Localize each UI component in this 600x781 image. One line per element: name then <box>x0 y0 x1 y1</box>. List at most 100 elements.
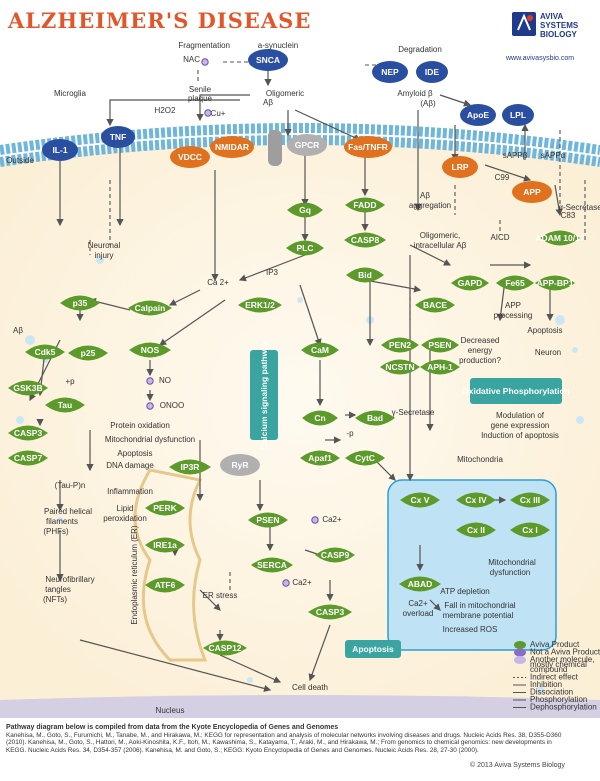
svg-text:APP: APP <box>523 187 541 197</box>
node-casp8: CASP8 <box>344 232 386 248</box>
node-tnf: TNF <box>101 126 135 148</box>
label-sappa: sAPPα <box>541 151 566 160</box>
label-mod3: Induction of apoptosis <box>481 431 559 440</box>
node-serca: SERCA <box>251 557 293 573</box>
label-onoo: ONOO <box>160 401 184 410</box>
label-outside: Outside <box>6 156 34 165</box>
compound-marker <box>311 516 319 524</box>
label-neuron: Neuron <box>535 348 561 357</box>
node-label: Bad <box>367 413 383 423</box>
box-apoptosis: Apoptosis <box>345 640 401 658</box>
node-bad: Bad <box>355 410 395 426</box>
label-neuronal: Neuronal <box>88 241 121 250</box>
label-agg: aggregation <box>409 201 451 210</box>
node-label: Cx II <box>467 525 485 535</box>
brand-line-3: BIOLOGY <box>540 30 577 39</box>
label-erstress: ER stress <box>203 591 238 600</box>
legend-indirect: Indirect effect <box>530 673 579 682</box>
node-cxi: Cx I <box>510 522 550 538</box>
label-perox: peroxidation <box>103 514 147 523</box>
node-label: CASP9 <box>321 550 350 560</box>
node-calpain: Calpain <box>128 300 172 316</box>
node-label: APH-1 <box>427 362 453 372</box>
label-decreased: Decreased <box>461 336 500 345</box>
legend-swatch <box>514 641 526 649</box>
node-label: p25 <box>81 348 96 358</box>
node-label: CaM <box>311 345 329 355</box>
node-label: IRE1a <box>153 540 177 550</box>
node-label: Cx III <box>520 495 540 505</box>
mitochondria-box <box>387 479 557 651</box>
svg-text:GPCR: GPCR <box>295 140 320 150</box>
svg-text:RyR: RyR <box>231 460 248 470</box>
label-abeta: Aβ <box>263 98 273 107</box>
label-nft3: (NFTs) <box>43 595 67 604</box>
svg-text:IDE: IDE <box>425 67 440 77</box>
svg-text:NMIDAR: NMIDAR <box>215 142 249 152</box>
brand-name: AVIVA SYSTEMS BIOLOGY <box>540 12 578 39</box>
node-nmdar: NMIDAR <box>210 136 254 158</box>
node-label: ABAD <box>408 579 433 589</box>
node-label: ERK1/2 <box>245 300 275 310</box>
svg-text:NEP: NEP <box>381 67 399 77</box>
endoplasmic-reticulum <box>133 468 208 662</box>
label-nft2: tangles <box>45 585 71 594</box>
node-label: BACE <box>423 300 447 310</box>
label-caov1: Ca2+ <box>408 599 428 608</box>
svg-text:Apoptosis: Apoptosis <box>352 644 394 654</box>
node-gapd: GAPD <box>451 275 489 291</box>
brand-url[interactable]: www.avivasysbio.com <box>506 55 575 62</box>
node-label: Gq <box>299 205 311 215</box>
label-apop: Apoptosis <box>117 449 152 458</box>
label-nac: NAC <box>183 55 200 64</box>
legend-swatch <box>514 648 526 657</box>
references-body: Kanehisa, M., Goto, S., Furumichi, M., T… <box>6 731 562 754</box>
node-il1: IL-1 <box>42 139 78 161</box>
node-label: Bid <box>358 270 372 280</box>
legend-dephos: Dephosphorylation <box>530 703 597 712</box>
label-oligomeric: Oligomeric <box>266 89 304 98</box>
label-mdys2: dysfunction <box>490 568 530 577</box>
node-gq: Gq <box>287 202 323 218</box>
node-psen: PSEN <box>421 337 459 353</box>
node-label: CASP7 <box>14 453 43 463</box>
label-mito: Mitochondrial dysfunction <box>105 435 195 444</box>
node-ip3r: IP3R <box>169 459 211 475</box>
node-cn: Cn <box>302 410 338 426</box>
decorative-bubbles <box>16 256 584 694</box>
label-c83: C83 <box>561 211 576 220</box>
label-prot: Protein oxidation <box>110 421 170 430</box>
references-heading: Pathway diagram below is compiled from d… <box>6 724 339 731</box>
box-oxphos: Oxidative Phosphorylation <box>462 378 570 404</box>
label-phf2: filaments <box>46 517 78 526</box>
node-casp7: CASP7 <box>8 450 48 466</box>
label-apoptosis2: Apoptosis <box>527 326 562 335</box>
node-label: CASP3 <box>316 607 345 617</box>
node-label: SERCA <box>257 560 287 570</box>
node-p35: p35 <box>60 295 100 311</box>
label-intra: intracellular Aβ <box>414 241 467 250</box>
legend-notaviva: Not a Aviva Product <box>530 648 600 657</box>
copyright: © 2013 Aviva Systems Biology <box>470 762 565 769</box>
node-p25: p25 <box>68 345 108 361</box>
node-perk: PERK <box>145 500 185 516</box>
label-mod1: Modulation of <box>496 411 545 420</box>
label-nft1: Neurofibrillary <box>45 575 94 584</box>
label-atp: ATP depletion <box>440 587 490 596</box>
label-er: Endoplasmic reticulum (ER) <box>130 525 139 624</box>
label-processing: processing <box>494 311 533 320</box>
nucleus-region <box>0 695 600 718</box>
node-gpcr: GPCR <box>287 134 327 156</box>
label-phf3: (PHFs) <box>43 527 69 536</box>
label-ip3: IP3 <box>266 268 279 277</box>
label-plusp: +p <box>65 377 75 386</box>
label-degradation: Degradation <box>398 45 442 54</box>
label-phf1: Paired helical <box>44 507 92 516</box>
label-c99: C99 <box>495 173 510 182</box>
label-plaque: plaque <box>188 94 213 103</box>
node-appbp1: APP-BP1 <box>535 275 575 291</box>
node-label: Cx IV <box>465 495 487 505</box>
node-label: Cdk5 <box>35 347 56 357</box>
node-cxiii: Cx III <box>510 492 550 508</box>
